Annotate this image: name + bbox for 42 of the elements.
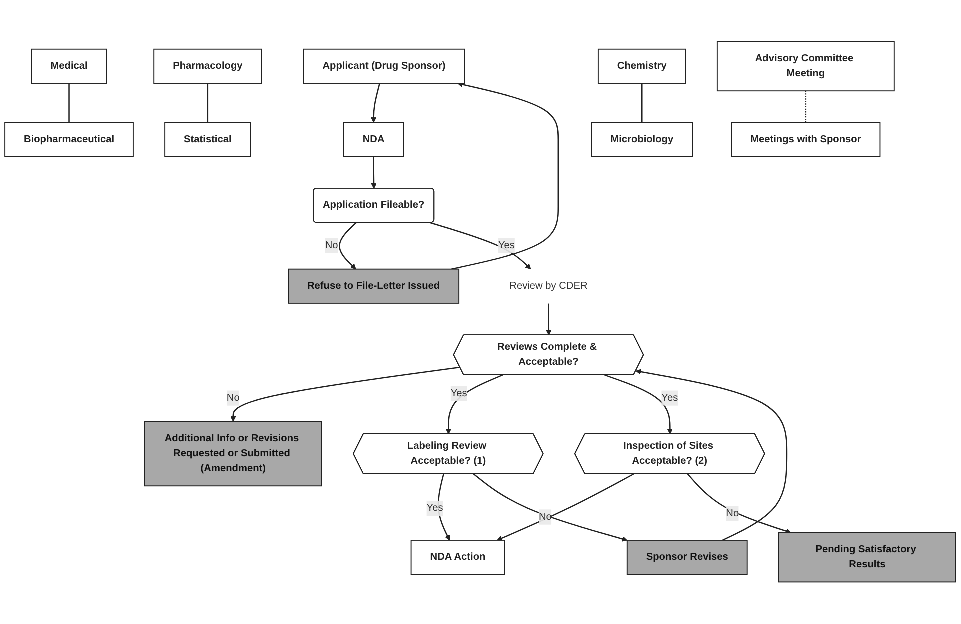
arrow (546, 303, 552, 336)
edge-label: Yes (450, 388, 468, 399)
node-box: Additional Info or Revisions Requested or Submitted (Amendment) (144, 421, 322, 487)
node-box: Applicant (Drug Sponsor) (303, 48, 466, 84)
connector (68, 84, 70, 123)
arrow (430, 222, 532, 270)
node-box: Sponsor Revises (626, 540, 748, 576)
edge-label: Yes (662, 392, 678, 404)
connector (642, 84, 643, 123)
node-box: Biopharmaceutical (4, 122, 134, 158)
connector (805, 91, 807, 123)
arrow (473, 474, 628, 542)
node-box: NDA (343, 122, 404, 158)
arrow (371, 156, 377, 189)
node-box: Refuse to File-Letter Issued (288, 268, 460, 304)
node-box: Pending Satisfactory Results (778, 532, 956, 583)
edge-label: No (538, 512, 552, 522)
node-box: Advisory Committee Meeting (716, 41, 895, 92)
node-box: NDA Action (410, 540, 506, 576)
edge-label: No (726, 508, 740, 520)
edge-label: No (226, 392, 240, 404)
node-box: Chemistry (598, 48, 686, 84)
node-box: Statistical (164, 122, 252, 158)
arrow (446, 374, 504, 435)
edge-label: Yes (426, 502, 444, 514)
arrow (687, 474, 792, 534)
node-box: Pharmacology (154, 48, 262, 84)
node-text: Review by CDER (510, 280, 588, 292)
arrow (452, 82, 560, 270)
arrow (636, 369, 788, 542)
arrow (438, 474, 450, 541)
node-box: Microbiology (591, 122, 694, 158)
connector (207, 84, 209, 123)
edge-label: No (325, 240, 338, 252)
arrow (604, 374, 673, 435)
node-box: Medical (31, 48, 108, 84)
arrow (230, 366, 460, 422)
arrow (497, 474, 634, 542)
edge-label: Yes (498, 240, 515, 252)
arrow (371, 83, 380, 123)
arrow (339, 222, 357, 270)
node-box: Meetings with Sponsor (731, 122, 881, 158)
